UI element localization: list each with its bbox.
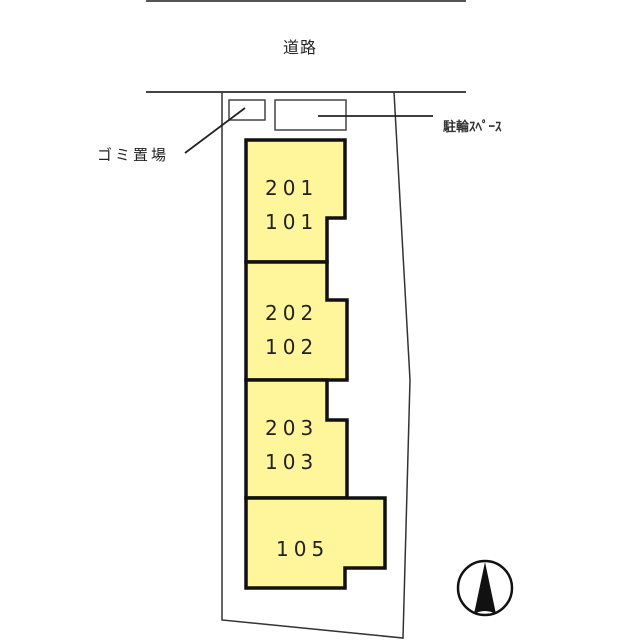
unit-number: 202	[265, 301, 319, 325]
unit-number: 102	[265, 335, 319, 359]
unit-number: 201	[265, 176, 319, 200]
garbage-area	[228, 99, 266, 121]
unit-number: 103	[265, 450, 319, 474]
unit-number: 101	[265, 210, 319, 234]
unit-number: 203	[265, 416, 319, 440]
bicycle-parking-label: 駐輪ｽﾍﾟｰｽ	[443, 120, 502, 135]
road-label: 道路	[283, 38, 318, 57]
bicycle-parking-area	[274, 99, 347, 131]
garbage-area-label: ゴミ置場	[97, 146, 170, 164]
unit-label-group: 201 101	[265, 171, 318, 239]
building-105	[244, 496, 387, 590]
garbage-leader-line	[184, 107, 246, 154]
unit-label-group: 105	[276, 532, 329, 566]
unit-label-group: 203 103	[265, 411, 318, 479]
north-arrow-icon	[456, 559, 514, 617]
unit-number: 105	[276, 537, 330, 561]
unit-label-group: 202 102	[265, 296, 318, 364]
lot-boundary	[221, 91, 411, 639]
